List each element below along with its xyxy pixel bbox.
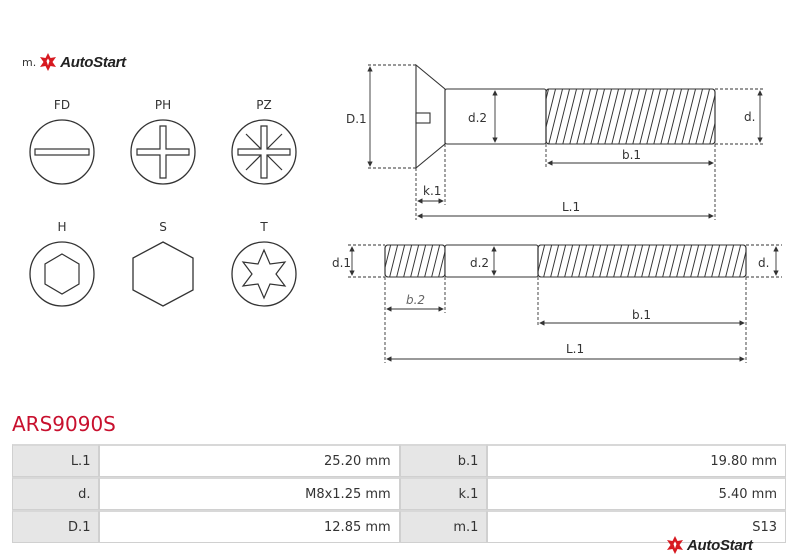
- logo-brand: AutoStart: [687, 536, 753, 554]
- spec-key: d.: [12, 477, 100, 510]
- threaded-stud: [384, 244, 747, 278]
- head-type-t: T: [228, 220, 300, 314]
- spec-key: k.1: [399, 477, 488, 510]
- head-label: H: [57, 220, 67, 234]
- dim-label-d1: d.1: [332, 256, 351, 270]
- spec-value: 12.85 mm: [99, 510, 400, 543]
- head-type-ph: PH: [127, 98, 199, 192]
- dim-label-d2: d.2: [470, 256, 489, 270]
- spec-value: 19.80 mm: [487, 444, 786, 477]
- countersunk-screw: [415, 63, 716, 170]
- product-code: ARS9090S: [12, 412, 116, 436]
- brand-logo-watermark: AutoStart: [665, 535, 753, 555]
- head-types-grid: FD PH PZ H S T: [22, 98, 297, 318]
- spec-value: 5.40 mm: [487, 477, 786, 510]
- hex-head-icon: [132, 241, 194, 307]
- head-label: PZ: [256, 98, 272, 112]
- spec-key: L.1: [12, 444, 100, 477]
- head-label: FD: [53, 98, 71, 112]
- head-label: PH: [154, 98, 172, 112]
- dim-label-L1: L.1: [566, 342, 584, 356]
- phillips-icon: [130, 119, 196, 185]
- pozidriv-icon: [231, 119, 297, 185]
- logo-prefix: m.: [22, 55, 37, 69]
- dim-label-d: d.: [758, 256, 769, 270]
- dim-label-k1: k.1: [423, 184, 441, 198]
- torx-icon: [231, 241, 297, 307]
- spec-key: b.1: [399, 444, 488, 477]
- stud-dimensions: [348, 244, 782, 363]
- brand-logo: m. AutoStart: [22, 52, 126, 72]
- spec-value: S13: [487, 510, 786, 543]
- dim-label-d: d.: [744, 110, 755, 124]
- table-row: L.1 25.20 mm b.1 19.80 mm: [12, 444, 786, 477]
- table-row: D.1 12.85 mm m.1 S13: [12, 510, 786, 543]
- dim-label-b1: b.1: [622, 148, 641, 162]
- dim-label-b1: b.1: [632, 308, 651, 322]
- head-label: T: [260, 220, 268, 234]
- flat-slot-icon: [29, 119, 95, 185]
- starburst-icon: [667, 536, 683, 554]
- spec-table: L.1 25.20 mm b.1 19.80 mm d. M8x1.25 mm …: [12, 444, 786, 543]
- hex-socket-icon: [29, 241, 95, 307]
- technical-drawing: D.1 d.2 d. b.1 k.1 L.1 d.1 d.2 d. b.2 b.…: [332, 63, 782, 363]
- dim-label-b2: b.2: [406, 293, 425, 307]
- head-label: S: [159, 220, 167, 234]
- spec-value: 25.20 mm: [99, 444, 400, 477]
- screw-dimensions: [367, 64, 765, 220]
- head-type-pz: PZ: [228, 98, 300, 192]
- logo-brand: AutoStart: [60, 53, 126, 71]
- starburst-icon: [40, 53, 57, 71]
- spec-key: m.1: [399, 510, 488, 543]
- dim-label-d2: d.2: [468, 111, 487, 125]
- spec-value: M8x1.25 mm: [99, 477, 400, 510]
- dim-label-L1: L.1: [562, 200, 580, 214]
- spec-key: D.1: [12, 510, 100, 543]
- stud-labels: d.1 d.2 d. b.2 b.1 L.1: [332, 256, 769, 356]
- head-type-s: S: [127, 220, 199, 314]
- head-type-fd: FD: [26, 98, 98, 192]
- table-row: d. M8x1.25 mm k.1 5.40 mm: [12, 477, 786, 510]
- screw-labels: D.1 d.2 d. b.1 k.1 L.1: [346, 110, 755, 214]
- dim-label-D1: D.1: [346, 112, 367, 126]
- head-type-h: H: [26, 220, 98, 314]
